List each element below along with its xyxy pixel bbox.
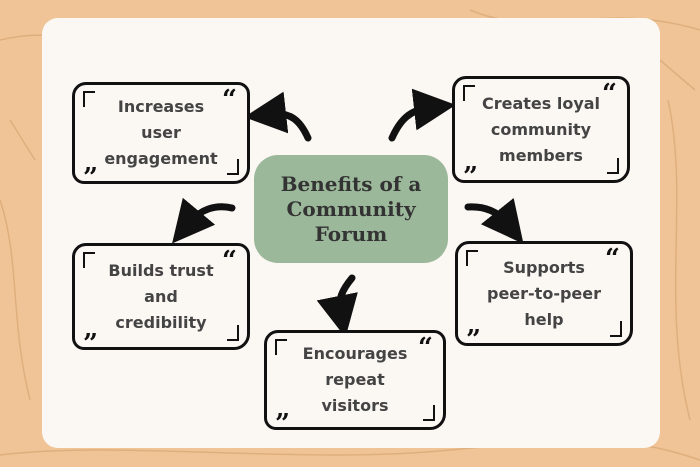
benefit-card: “ ” Creates loyal community members	[452, 76, 630, 190]
benefit-text: Encourages repeat visitors	[302, 344, 408, 415]
corner-bracket-icon	[227, 325, 239, 341]
arrow-bottom	[316, 274, 358, 338]
benefit-text: Creates loyal community members	[481, 93, 601, 165]
arrow-top-right	[388, 88, 456, 142]
benefit-card: “ ” Builds trust and credibility	[72, 243, 250, 357]
corner-bracket-icon	[607, 158, 619, 174]
open-quote-icon: “	[222, 85, 237, 115]
arrow-mid-left	[172, 197, 236, 244]
corner-bracket-icon	[83, 91, 95, 107]
corner-bracket-icon	[610, 321, 622, 337]
corner-bracket-icon	[423, 405, 435, 421]
close-quote-icon: ”	[83, 329, 98, 359]
open-quote-icon: “	[222, 246, 237, 276]
center-title: Benefits of a Community Forum	[280, 171, 422, 246]
benefit-text: Builds trust and credibility	[108, 260, 214, 332]
benefit-card: “ ” Increases user engagement	[72, 82, 250, 191]
corner-bracket-icon	[83, 252, 95, 268]
benefit-text: Supports peer-to-peer help	[486, 257, 601, 329]
benefit-card: “ ” Supports peer-to-peer help	[455, 241, 633, 353]
arrow-top-left	[244, 91, 312, 142]
corner-bracket-icon	[275, 339, 287, 355]
corner-bracket-icon	[466, 250, 478, 266]
close-quote-icon: ”	[83, 163, 98, 193]
corner-bracket-icon	[463, 85, 475, 101]
corner-bracket-icon	[227, 159, 239, 175]
center-topic: Benefits of a Community Forum	[254, 155, 448, 263]
close-quote-icon: ”	[463, 162, 478, 192]
close-quote-icon: ”	[466, 325, 481, 355]
open-quote-icon: “	[602, 79, 617, 109]
open-quote-icon: “	[605, 244, 620, 274]
arrow-mid-right	[464, 197, 524, 244]
open-quote-icon: “	[418, 333, 433, 363]
benefit-text: Increases user engagement	[104, 97, 218, 168]
close-quote-icon: ”	[275, 409, 290, 439]
benefit-card: “ ” Encourages repeat visitors	[264, 330, 446, 437]
